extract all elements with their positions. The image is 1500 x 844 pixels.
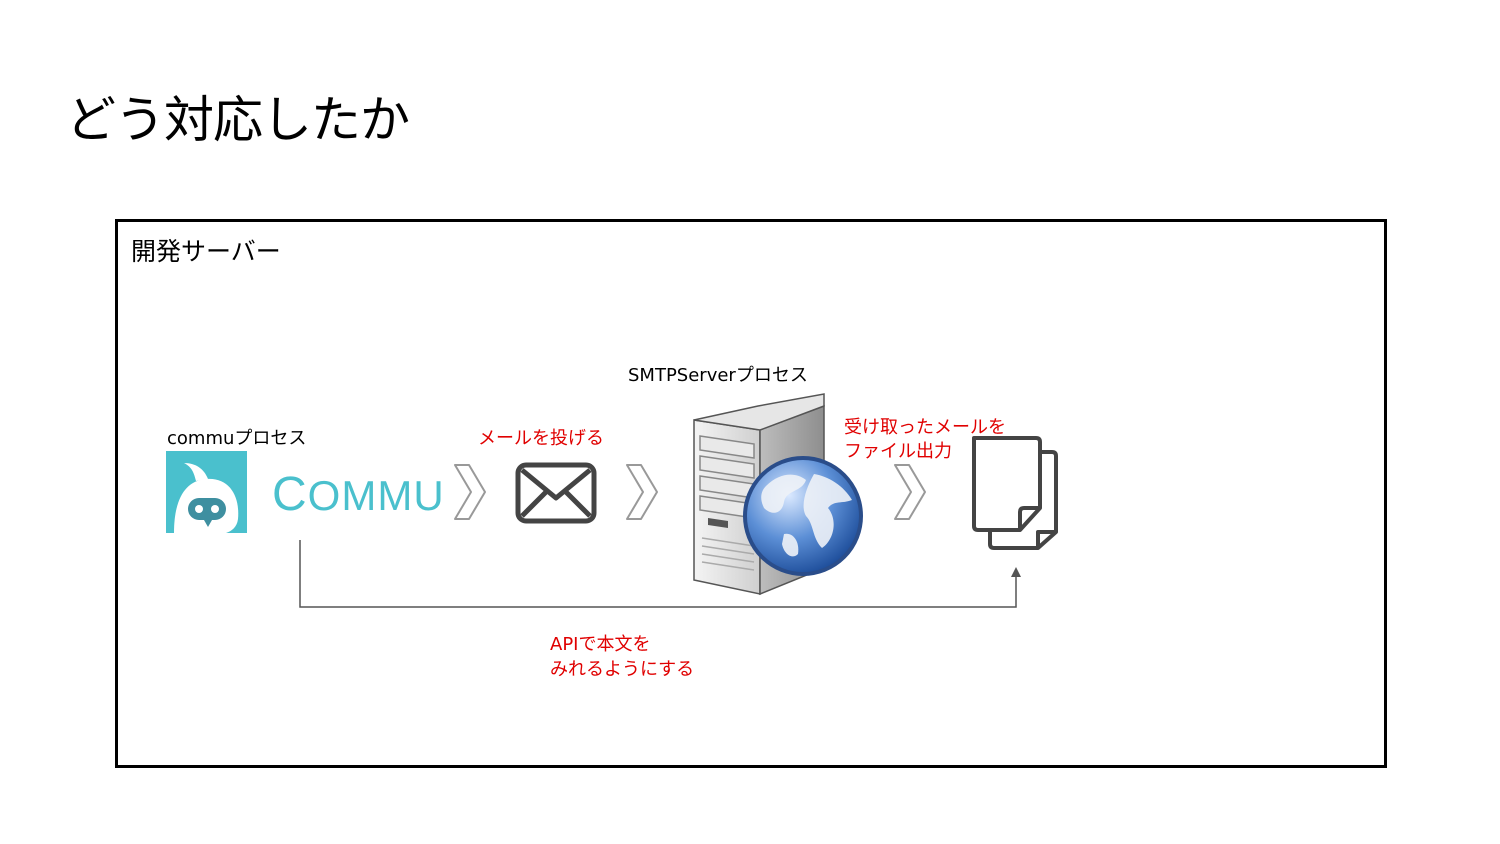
commu-process-label: commuプロセス bbox=[167, 428, 307, 449]
dev-server-box bbox=[115, 219, 1387, 768]
send-mail-label: メールを投げる bbox=[478, 428, 604, 449]
chevron-right-icon bbox=[454, 464, 486, 520]
documents-icon bbox=[972, 436, 1058, 550]
slide-title: どう対応したか bbox=[66, 91, 410, 149]
envelope-icon bbox=[515, 462, 597, 524]
commu-logo-icon bbox=[166, 451, 247, 533]
chevron-right-icon bbox=[894, 464, 926, 520]
api-line-1: APIで本文を bbox=[550, 634, 651, 655]
dev-server-label: 開発サーバー bbox=[131, 237, 281, 266]
server-globe-icon bbox=[693, 393, 863, 596]
file-output-line-1: 受け取ったメールを bbox=[844, 417, 1006, 438]
file-output-label: 受け取ったメールを ファイル出力 bbox=[844, 416, 1006, 464]
file-output-line-2: ファイル出力 bbox=[844, 441, 952, 462]
api-connector-arrow bbox=[299, 540, 1021, 608]
commu-wordmark: COMMU bbox=[272, 468, 445, 521]
api-label: APIで本文を みれるようにする bbox=[550, 632, 694, 682]
smtp-process-label: SMTPServerプロセス bbox=[628, 365, 808, 386]
chevron-right-icon bbox=[626, 464, 658, 520]
api-line-2: みれるようにする bbox=[550, 659, 695, 680]
